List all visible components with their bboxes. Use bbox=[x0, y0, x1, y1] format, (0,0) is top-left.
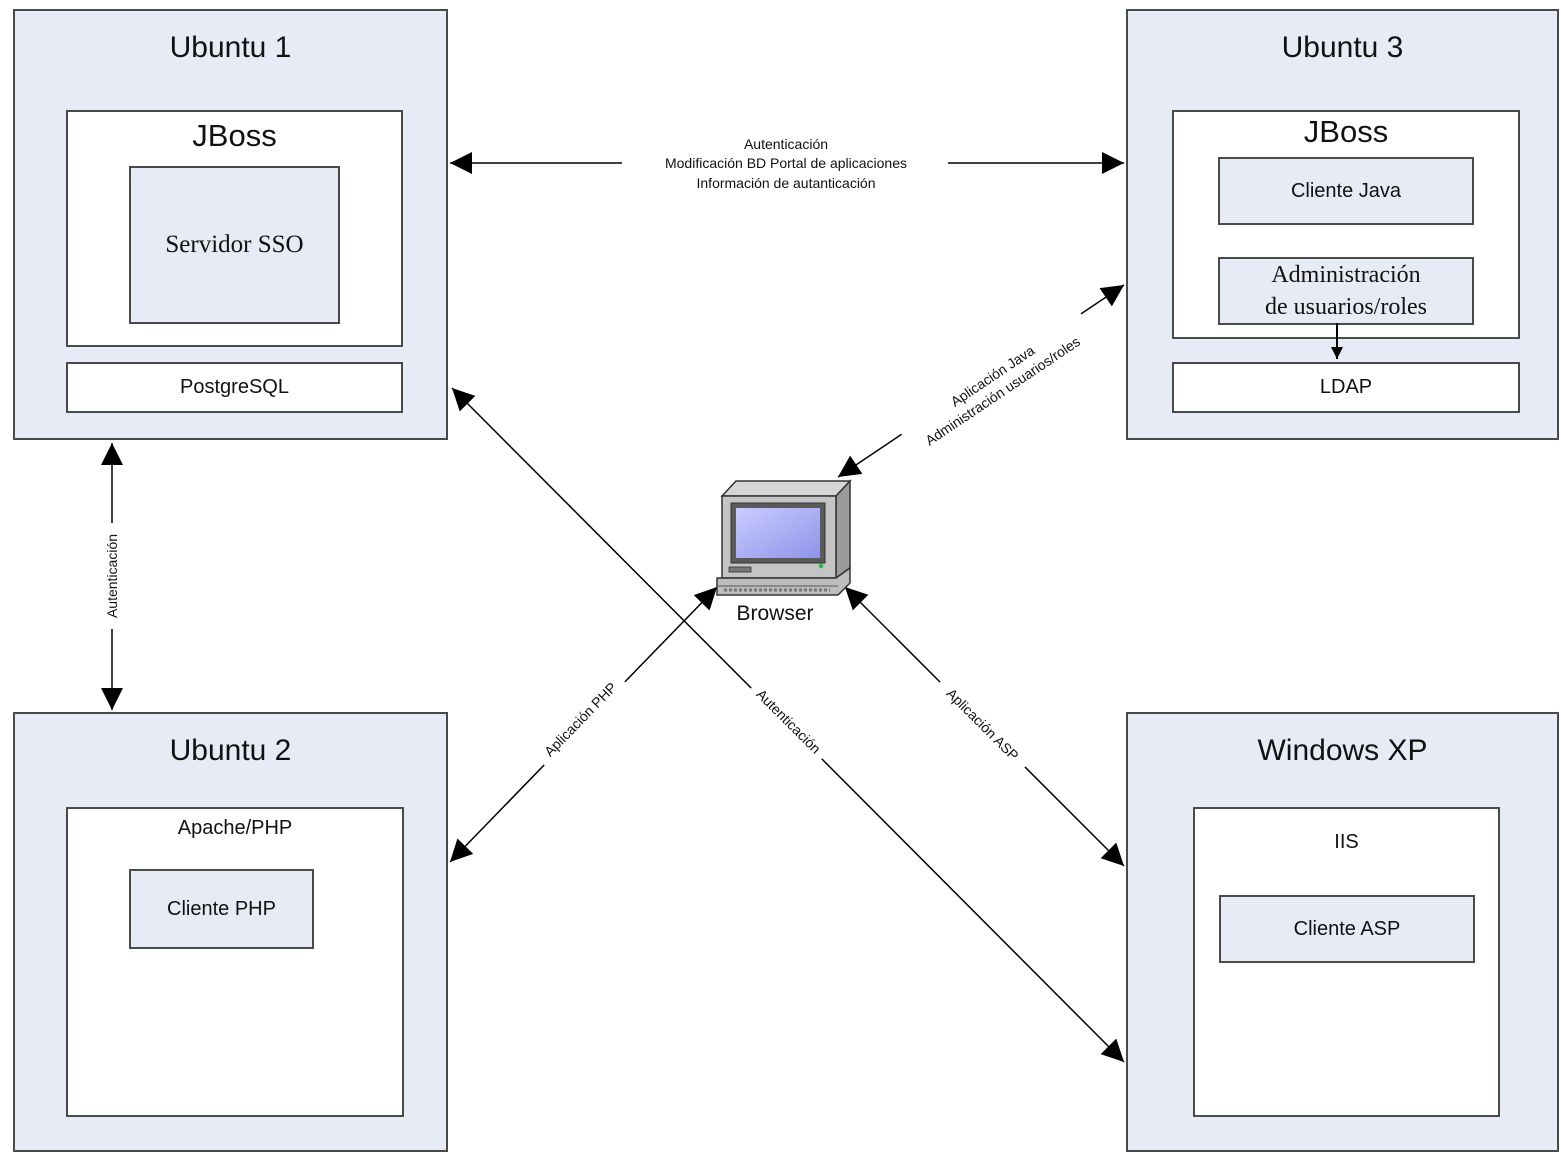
sso-server-label: Servidor SSO bbox=[165, 231, 304, 258]
browser-label: Browser bbox=[736, 602, 813, 625]
ubuntu1-title: Ubuntu 1 bbox=[169, 31, 292, 64]
link-browser-u3-label: Aplicación Java Administración usuarios/… bbox=[897, 308, 1098, 459]
asp-client-label: Cliente ASP bbox=[1293, 917, 1401, 940]
node-ubuntu2: Ubuntu 2 Apache/PHP Cliente PHP bbox=[13, 712, 448, 1152]
sso-server-box: Servidor SSO bbox=[129, 166, 340, 324]
php-client-box: Cliente PHP bbox=[129, 869, 314, 949]
ldap-box: LDAP bbox=[1172, 362, 1520, 413]
asp-client-box: Cliente ASP bbox=[1219, 895, 1475, 963]
ldap-label: LDAP bbox=[1319, 376, 1373, 398]
link-browser-u3-label-line2: Administración usuarios/roles bbox=[922, 333, 1083, 448]
user-admin-label-line1: Administración bbox=[1271, 262, 1421, 288]
link-u1-u3-label-bg bbox=[622, 134, 948, 194]
computer-icon bbox=[716, 479, 852, 596]
ubuntu2-title: Ubuntu 2 bbox=[169, 734, 292, 767]
iis-container: IIS Cliente ASP bbox=[1193, 807, 1500, 1117]
node-ubuntu3: Ubuntu 3 JBoss Cliente Java Administraci… bbox=[1126, 9, 1559, 440]
link-browser-u2-label: Aplicación PHP bbox=[533, 671, 628, 768]
ubuntu3-jboss-title: JBoss bbox=[1303, 114, 1389, 149]
link-browser-winxp-label-text: Aplicación ASP bbox=[943, 685, 1021, 763]
winxp-title: Windows XP bbox=[1257, 734, 1428, 767]
iis-label: IIS bbox=[1334, 831, 1359, 853]
link-browser-u2-label-text: Aplicación PHP bbox=[541, 679, 620, 759]
postgresql-box: PostgreSQL bbox=[66, 362, 403, 413]
node-ubuntu1: Ubuntu 1 JBoss Servidor SSO PostgreSQL bbox=[13, 9, 448, 440]
link-u1-u2-label-bg bbox=[103, 523, 121, 629]
apache-php-label: Apache/PHP bbox=[177, 817, 293, 839]
java-client-label: Cliente Java bbox=[1290, 179, 1402, 202]
link-u1-u3-label-line1: Autenticación bbox=[744, 136, 828, 152]
ubuntu1-jboss-container: JBoss Servidor SSO bbox=[66, 110, 403, 347]
link-u1-u3-label-line3: Información de autanticación bbox=[697, 175, 876, 191]
ubuntu3-title: Ubuntu 3 bbox=[1281, 31, 1404, 64]
node-windows-xp: Windows XP IIS Cliente ASP bbox=[1126, 712, 1559, 1152]
java-client-box: Cliente Java bbox=[1218, 157, 1474, 225]
ubuntu3-jboss-container: JBoss Cliente Java Administración de usu… bbox=[1172, 110, 1520, 339]
postgresql-label: PostgreSQL bbox=[180, 376, 289, 398]
user-admin-label-line2: de usuarios/roles bbox=[1265, 294, 1427, 320]
link-u1-winxp-label: Autenticación bbox=[746, 679, 831, 764]
link-browser-winxp-label: Aplicación ASP bbox=[933, 675, 1032, 774]
php-client-label: Cliente PHP bbox=[167, 897, 276, 920]
link-u1-u2-label: Autenticación bbox=[104, 534, 120, 618]
link-u1-winxp-label-text: Autenticación bbox=[753, 686, 824, 757]
ubuntu1-jboss-title: JBoss bbox=[192, 118, 277, 153]
link-u1-u3-label-line2: Modificación BD Portal de aplicaciones bbox=[665, 155, 907, 171]
user-admin-box: Administración de usuarios/roles bbox=[1218, 257, 1474, 325]
apache-php-container: Apache/PHP Cliente PHP bbox=[66, 807, 404, 1117]
